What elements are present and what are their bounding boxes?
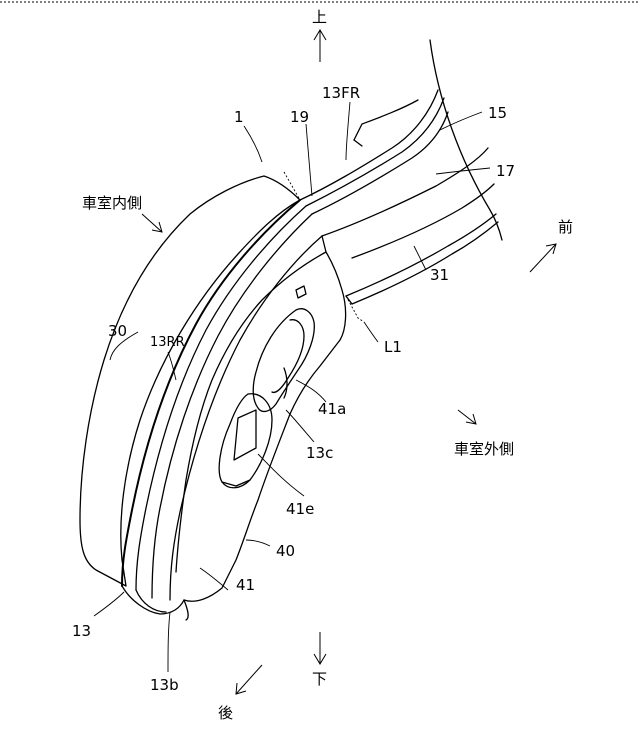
label-19: 19 <box>290 108 309 126</box>
direction-cabin-outer: 車室外側 <box>454 440 514 458</box>
label-13c: 13c <box>306 444 333 462</box>
direction-rear: 後 <box>218 704 233 722</box>
bracket-40 <box>175 235 347 602</box>
front-arrow <box>529 243 557 273</box>
cabin-inner-arrow <box>141 213 163 233</box>
up-arrow <box>313 29 327 62</box>
down-arrow <box>313 632 327 665</box>
label-13: 13 <box>72 622 91 640</box>
label-13RR: 13RR <box>150 335 185 350</box>
direction-down: 下 <box>312 670 327 688</box>
label-31: 31 <box>430 266 449 284</box>
trim-cover-30 <box>79 175 301 587</box>
label-13b: 13b <box>150 676 179 694</box>
leader-lines <box>93 101 491 673</box>
label-41e: 41e <box>286 500 314 518</box>
cabin-outer-arrow <box>457 409 477 425</box>
label-41: 41 <box>236 576 255 594</box>
label-13FR: 13FR <box>322 84 360 102</box>
direction-up: 上 <box>312 8 327 26</box>
dashed-line-19 <box>283 171 301 201</box>
label-L1: L1 <box>384 338 402 356</box>
label-1: 1 <box>234 108 244 126</box>
pillar-body-13 <box>121 199 323 621</box>
upper-pillar <box>299 39 503 305</box>
direction-front: 前 <box>558 218 573 236</box>
label-15: 15 <box>488 104 507 122</box>
label-30: 30 <box>108 322 127 340</box>
dashed-line-L1 <box>345 295 365 323</box>
rear-arrow <box>235 664 263 695</box>
label-41a: 41a <box>318 400 346 418</box>
label-17: 17 <box>496 162 515 180</box>
label-40: 40 <box>276 542 295 560</box>
direction-cabin-inner: 車室内側 <box>82 194 142 212</box>
